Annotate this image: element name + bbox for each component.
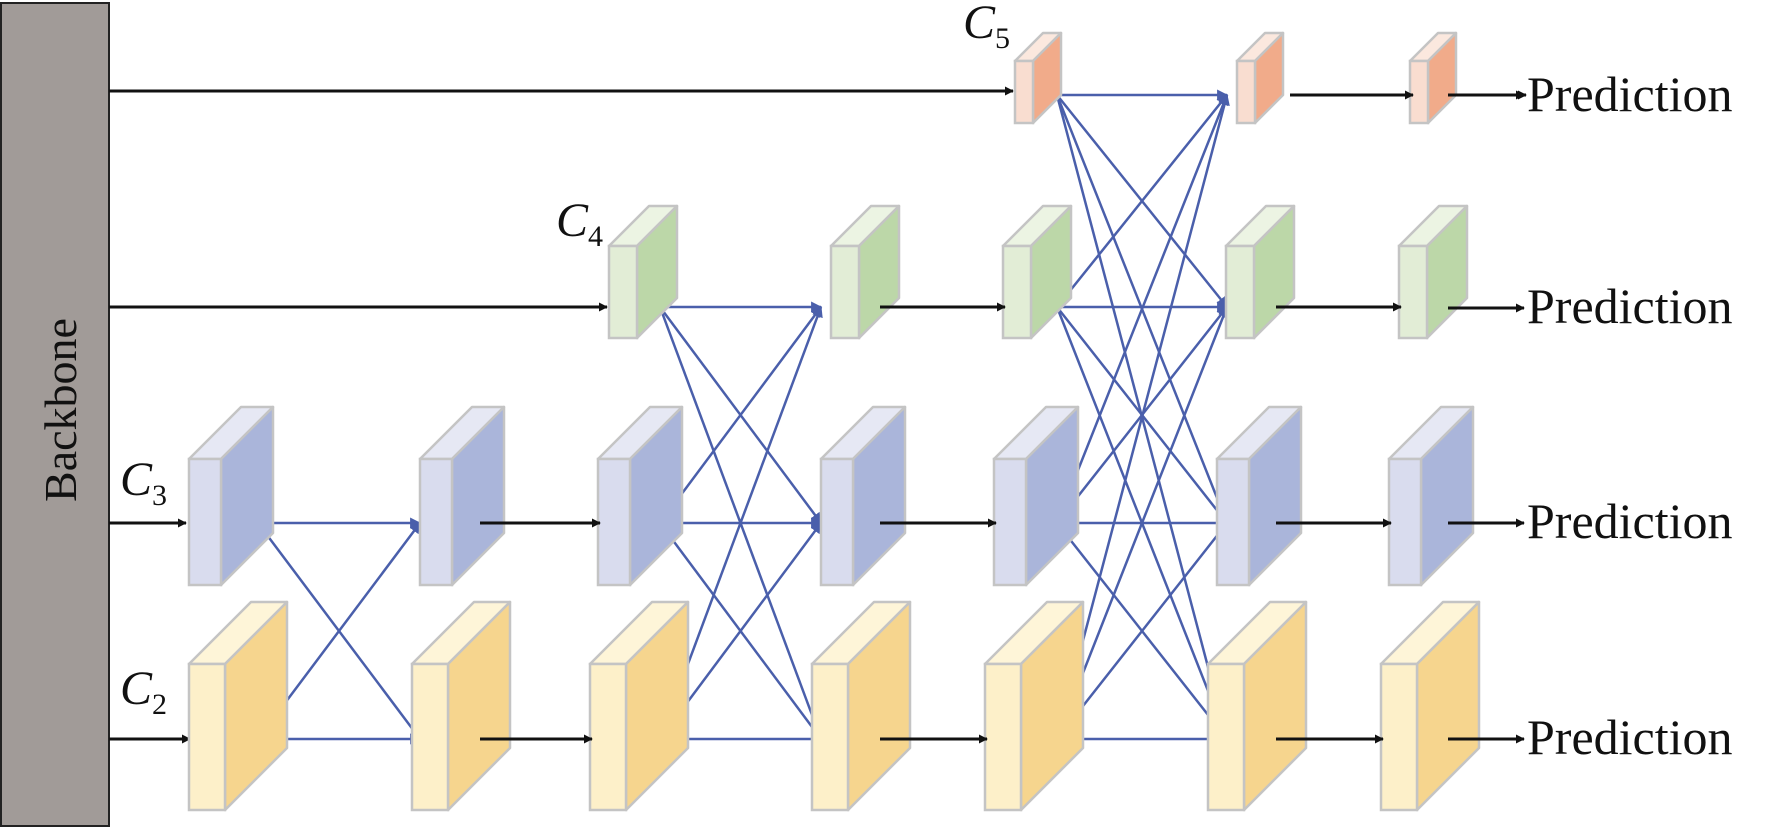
feature-block-c2-3 (588, 600, 690, 812)
block-front-face (1379, 662, 1419, 812)
backbone-bar (0, 2, 110, 827)
feature-block-c2-1 (187, 600, 289, 812)
feature-block-c4-4 (1224, 204, 1296, 340)
block-front-face (1408, 59, 1430, 125)
feature-block-c2-5 (983, 600, 1085, 812)
block-front-face (1224, 244, 1256, 340)
block-front-face (187, 457, 223, 587)
block-front-face (410, 662, 450, 812)
fusion-connections (257, 89, 1230, 745)
block-front-face (1001, 244, 1033, 340)
fusion-arrow-18 (1056, 94, 1228, 308)
fusion-arrow-27 (1055, 305, 1229, 740)
block-front-face (819, 457, 855, 587)
level-label-c2: C2 (120, 662, 167, 721)
level-labels: C5 C4 C3 C2 (120, 0, 1010, 721)
block-front-face (588, 662, 628, 812)
feature-block-c4-3 (1001, 204, 1073, 340)
block-front-face (607, 244, 639, 340)
feature-block-c2-6 (1206, 600, 1308, 812)
feature-block-c4-2 (829, 204, 901, 340)
backbone: Backbone (0, 2, 110, 827)
feature-block-c2-4 (810, 600, 912, 812)
block-front-face (187, 662, 227, 812)
output-label-c2: Prediction (1527, 709, 1733, 765)
feature-block-c3-6 (1215, 405, 1303, 587)
block-front-face (1387, 457, 1423, 587)
backbone-label: Backbone (35, 318, 86, 502)
feature-block-c3-7 (1387, 405, 1475, 587)
level-label-c4: C4 (556, 194, 603, 253)
block-front-face (983, 662, 1023, 812)
feature-block-c3-1 (187, 405, 275, 587)
fusion-arrow-28 (1056, 522, 1228, 740)
fusion-arrow-22 (1055, 93, 1229, 524)
block-front-face (596, 457, 632, 587)
output-label-c3: Prediction (1527, 493, 1733, 549)
fusion-arrow-26 (1055, 93, 1230, 740)
feature-block-c5-2 (1235, 31, 1285, 125)
block-front-face (1215, 457, 1251, 587)
block-front-face (810, 662, 850, 812)
outputs: Prediction Prediction Prediction Predict… (1448, 66, 1733, 765)
output-label-c5: Prediction (1527, 66, 1733, 122)
feature-block-c4-5 (1397, 204, 1469, 340)
feature-block-c3-5 (992, 405, 1080, 587)
block-front-face (1206, 662, 1246, 812)
block-front-face (1397, 244, 1429, 340)
fusion-arrow-8 (658, 306, 823, 524)
level-label-c3: C3 (120, 453, 167, 512)
feature-block-c3-4 (819, 405, 907, 587)
output-label-c4: Prediction (1527, 278, 1733, 334)
feature-block-c5-3 (1408, 31, 1458, 125)
feature-block-c3-2 (418, 405, 506, 587)
feature-block-c2-2 (410, 600, 512, 812)
block-front-face (992, 457, 1028, 587)
block-front-face (1235, 59, 1257, 125)
feature-block-c4-1 (607, 204, 679, 340)
backbone-connections (109, 86, 1014, 744)
block-front-face (829, 244, 861, 340)
feature-block-c3-3 (596, 405, 684, 587)
level-label-c5: C5 (963, 0, 1010, 55)
block-front-face (418, 457, 454, 587)
block-front-face (1013, 59, 1035, 125)
feature-block-c5-1 (1013, 31, 1063, 125)
feature-blocks (187, 31, 1481, 812)
feature-block-c2-7 (1379, 600, 1481, 812)
